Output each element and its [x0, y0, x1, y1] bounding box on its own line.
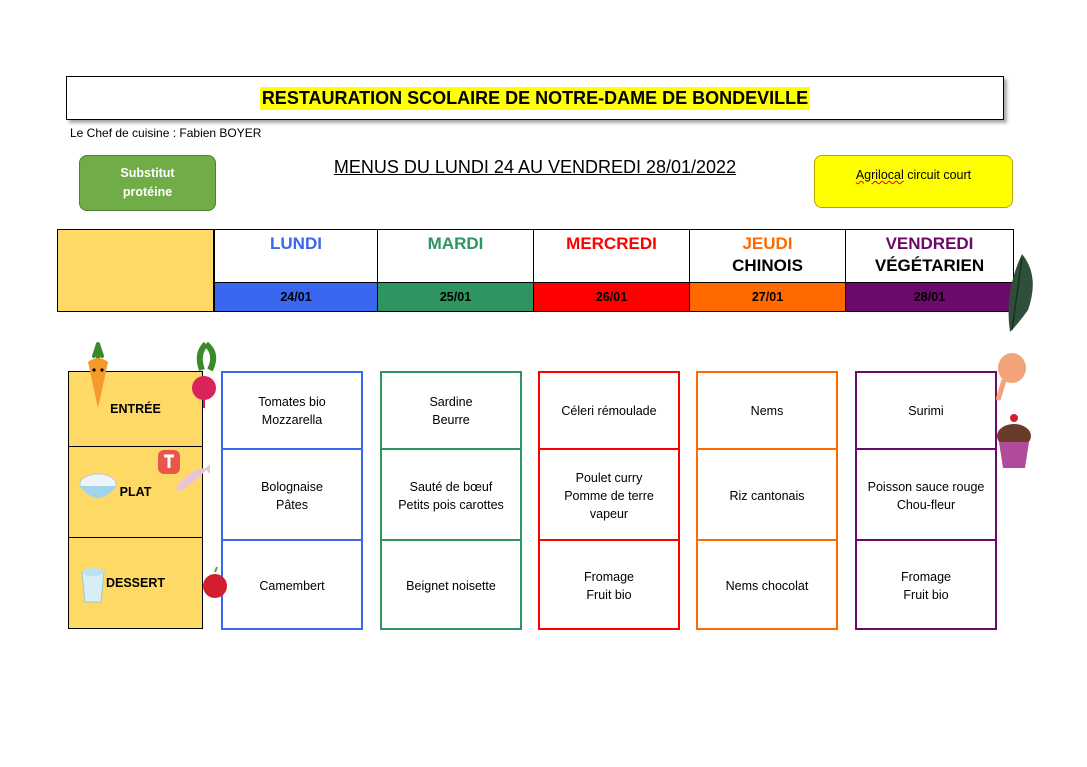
header-day-jeudi: JEUDI CHINOIS	[689, 229, 846, 283]
menu-item: Beurre	[432, 412, 470, 427]
menu-item: Sauté de bœuf	[409, 479, 493, 494]
chef-label: Le Chef de cuisine : Fabien BOYER	[70, 126, 262, 140]
row-label-entree: ENTRÉE	[68, 371, 203, 447]
drumstick-icon	[995, 353, 1026, 401]
day-theme: VÉGÉTARIEN	[874, 256, 985, 275]
menu-cell-plat: Riz cantonais	[698, 448, 836, 541]
cupcake-icon	[997, 414, 1031, 468]
apple-icon	[203, 566, 227, 598]
agrilocal-word: Agrilocal	[855, 168, 904, 182]
agrilocal-text: circuit court	[903, 168, 972, 182]
header-day-lundi: LUNDI	[214, 229, 378, 283]
menu-item: Poisson sauce rouge	[867, 479, 985, 494]
menu-cell-entree: Surimi	[857, 373, 995, 448]
menu-item: Mozzarella	[261, 412, 323, 427]
menu-cell-entree: Céleri rémoulade	[540, 373, 678, 448]
menu-item: Surimi	[908, 403, 944, 418]
agrilocal-badge: Agrilocal circuit court	[814, 155, 1013, 208]
page-title: RESTAURATION SCOLAIRE DE NOTRE-DAME DE B…	[259, 86, 811, 110]
carrot-icon	[88, 342, 108, 408]
day-name: MERCREDI	[566, 234, 657, 253]
menu-cell-dessert: Beignet noisette	[382, 539, 520, 630]
menu-cell-dessert: Camembert	[223, 539, 361, 630]
menu-item: Tomates bio	[258, 394, 326, 409]
menu-cell-entree: Nems	[698, 373, 836, 448]
header-date-lundi: 24/01	[214, 282, 378, 312]
header-date-vendredi: 28/01	[845, 282, 1014, 312]
menu-item: Sardine	[429, 394, 473, 409]
substitut-proteine-badge: Substitut protéine	[79, 155, 216, 211]
day-name: JEUDI	[742, 234, 793, 253]
header-date-mardi: 25/01	[377, 282, 534, 312]
title-box: RESTAURATION SCOLAIRE DE NOTRE-DAME DE B…	[66, 76, 1004, 120]
menu-item: Pâtes	[276, 497, 308, 512]
menu-item: Camembert	[259, 578, 325, 593]
radish-icon	[192, 341, 217, 408]
yogurt-icon	[81, 568, 105, 603]
menu-item: Chou-fleur	[896, 497, 956, 512]
row-label-text: PLAT	[119, 485, 152, 499]
menu-item: Poulet curry	[575, 470, 643, 485]
row-label-text: DESSERT	[105, 576, 166, 590]
day-name: VENDREDI	[885, 234, 974, 253]
meat-fish-icon	[158, 450, 210, 492]
rice-bowl-icon	[79, 473, 117, 498]
menu-item: Beignet noisette	[406, 578, 496, 593]
menus-title: MENUS DU LUNDI 24 AU VENDREDI 28/01/2022	[333, 157, 737, 177]
header-day-vendredi: VENDREDI VÉGÉTARIEN	[845, 229, 1014, 283]
header-date-mercredi: 26/01	[533, 282, 690, 312]
day-name: MARDI	[427, 234, 484, 253]
menu-item: Nems	[750, 403, 784, 418]
menu-item: Pomme de terre	[564, 488, 654, 503]
header-date-jeudi: 27/01	[689, 282, 846, 312]
menu-item: Fromage	[900, 569, 952, 584]
menu-item: Céleri rémoulade	[561, 403, 657, 418]
menu-item: Petits pois carottes	[398, 497, 504, 512]
header-corner-cell	[57, 229, 214, 312]
row-label-text: ENTRÉE	[110, 402, 161, 416]
menu-cell-dessert: Nems chocolat	[698, 539, 836, 630]
menu-item: Fromage	[583, 569, 635, 584]
menu-item: vapeur	[589, 506, 629, 521]
menu-item: Riz cantonais	[729, 488, 805, 503]
menu-item: Fruit bio	[903, 587, 949, 602]
menu-item: Bolognaise	[261, 479, 323, 494]
header-day-mardi: MARDI	[377, 229, 534, 283]
header-day-mercredi: MERCREDI	[533, 229, 690, 283]
leaf-icon	[1008, 254, 1033, 332]
menu-item: Fruit bio	[586, 587, 632, 602]
menu-item: Nems chocolat	[725, 578, 809, 593]
day-theme: CHINOIS	[732, 256, 803, 275]
day-name: LUNDI	[270, 234, 322, 253]
